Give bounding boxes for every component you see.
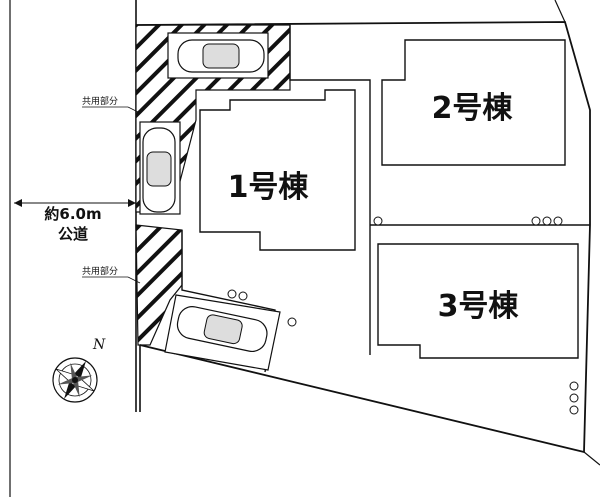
car-left bbox=[142, 127, 176, 213]
shared-area-label-lower: 共用部分 bbox=[82, 265, 118, 277]
shared-area-label-upper: 共用部分 bbox=[82, 95, 118, 107]
compass-icon bbox=[52, 357, 98, 403]
public-road bbox=[9, 0, 137, 497]
car-top bbox=[177, 39, 265, 73]
building-3-footprint bbox=[377, 243, 579, 359]
building-2-footprint bbox=[381, 39, 566, 166]
compass-north-label: N bbox=[92, 337, 106, 353]
building-1-label: 1号棟 bbox=[228, 170, 310, 205]
road-name-label: 公道 bbox=[58, 225, 88, 243]
road-width-label: 約6.0m bbox=[44, 205, 101, 223]
utility-marks bbox=[227, 216, 579, 415]
site-boundary bbox=[135, 21, 591, 454]
car-bottom bbox=[176, 306, 268, 353]
building-3-label: 3号棟 bbox=[438, 289, 520, 324]
building-2-label: 2号棟 bbox=[432, 91, 514, 126]
building-1-footprint bbox=[199, 89, 356, 251]
